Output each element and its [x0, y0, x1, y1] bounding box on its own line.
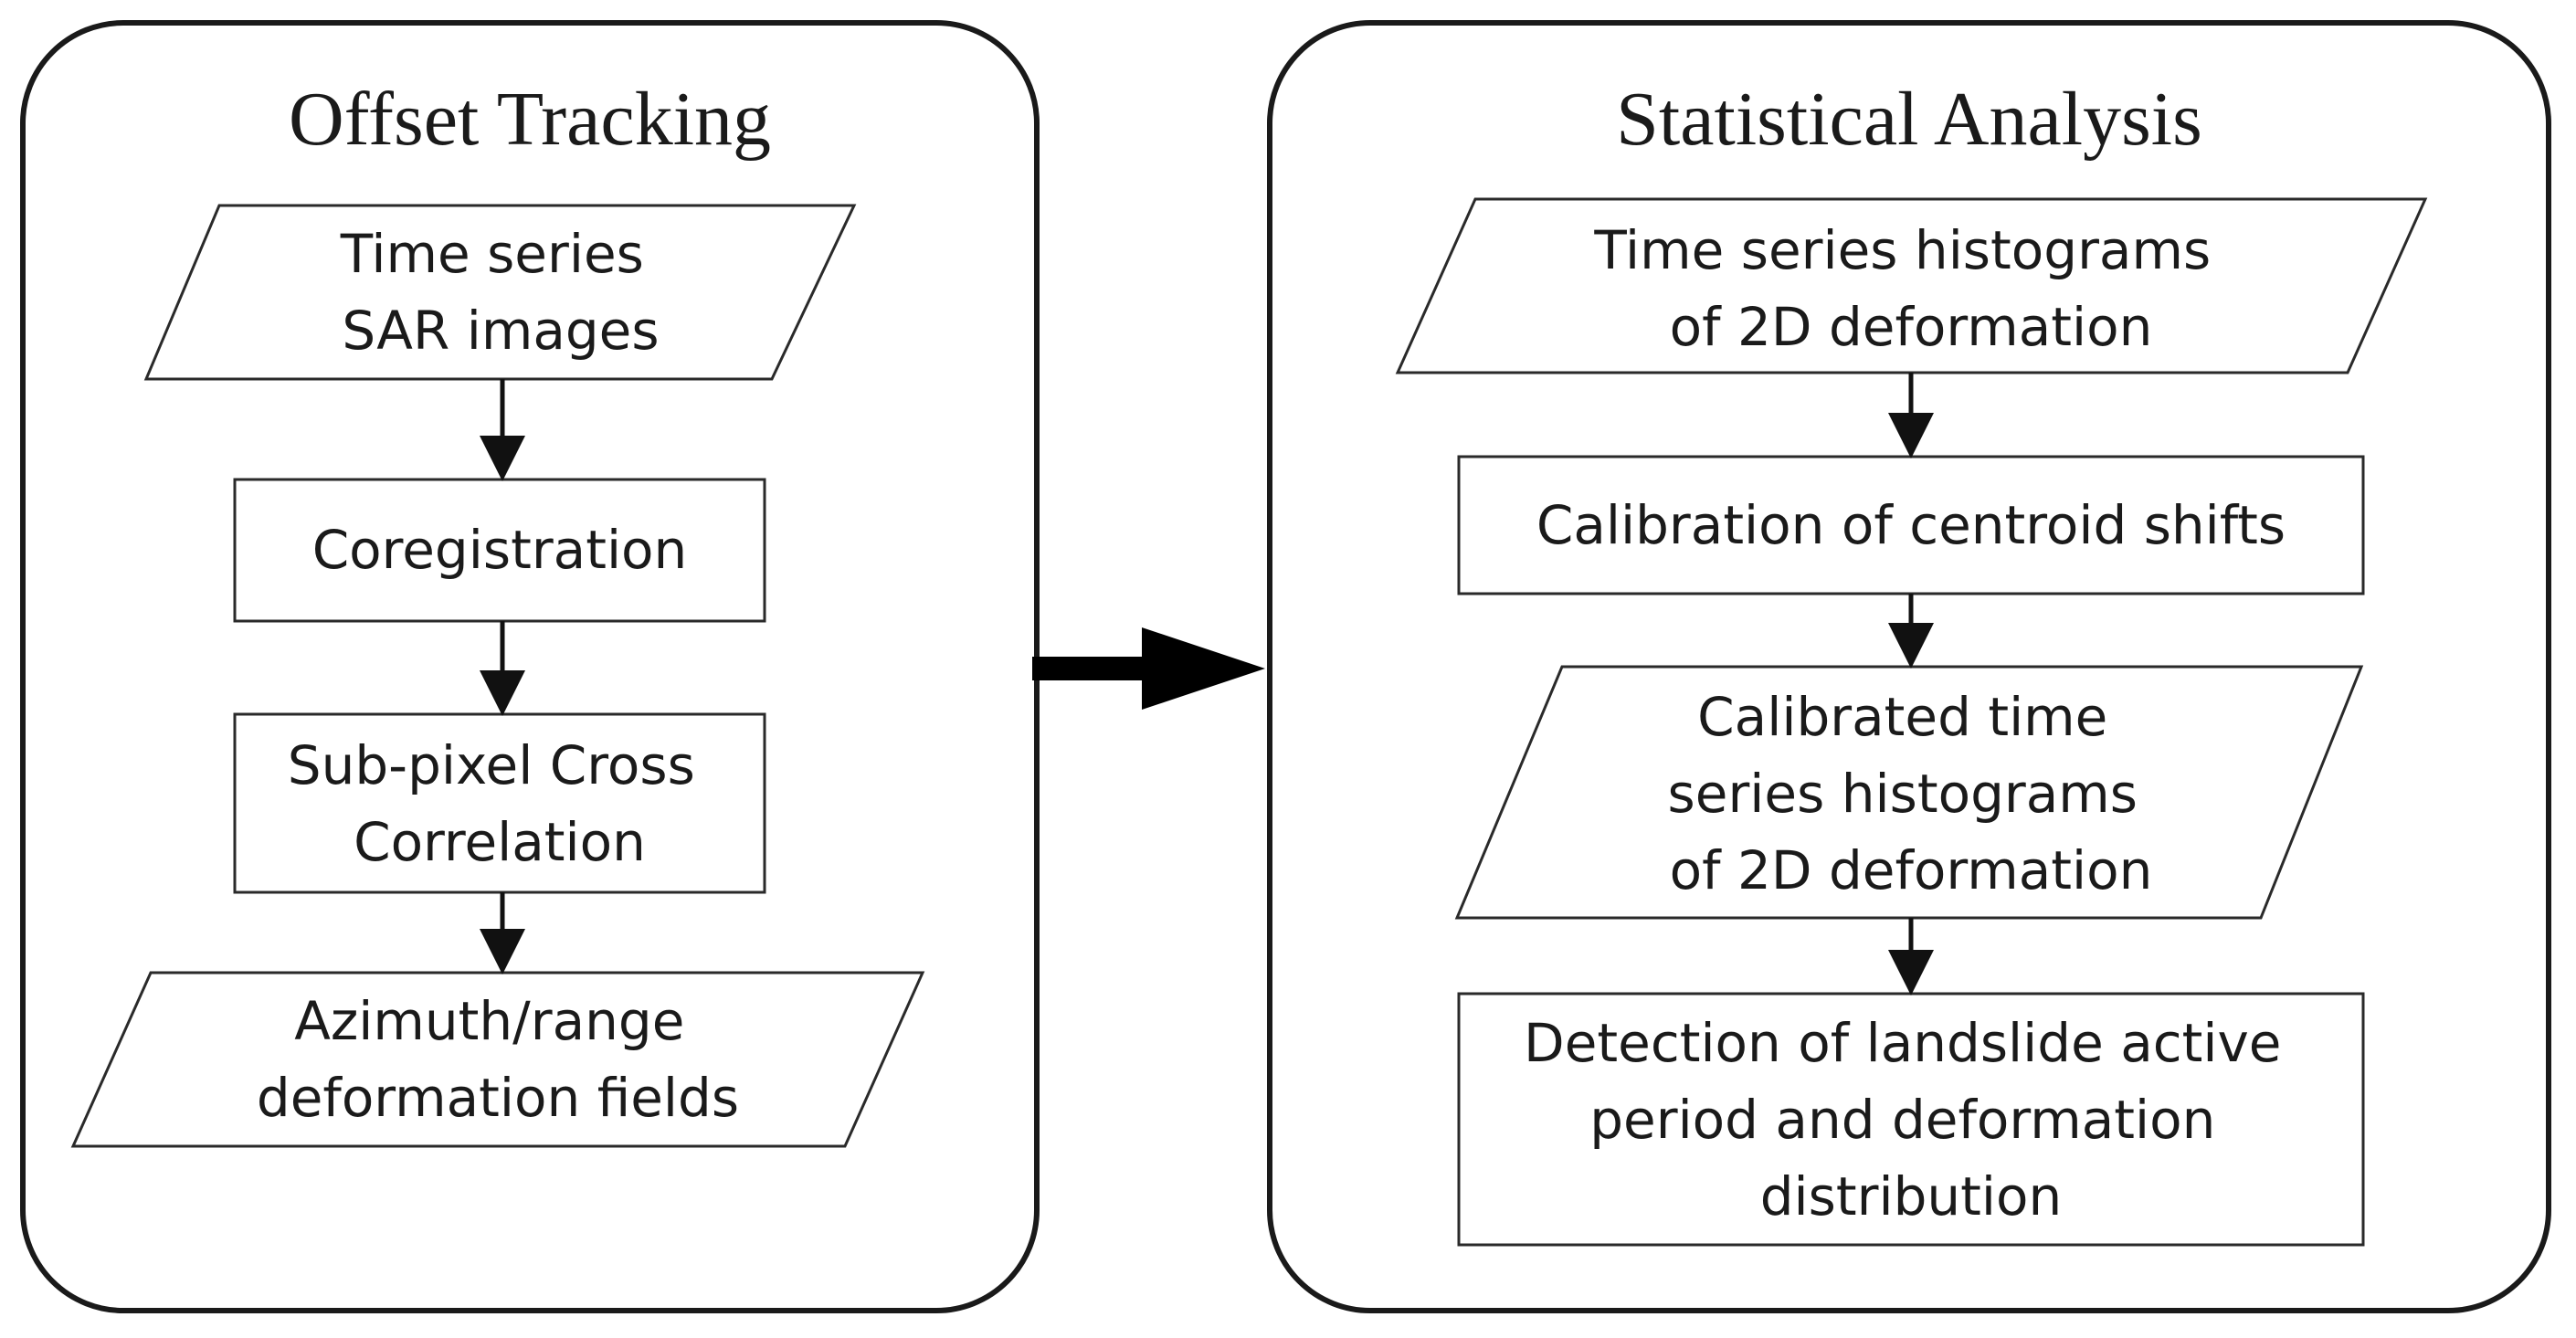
node-time-series-histograms-shape [1395, 197, 2428, 374]
node-detection-of-landslide-active-period: Detection of landslide active period and… [1457, 992, 2365, 1247]
panel-offset-tracking: Offset Tracking Time series SAR images C… [20, 20, 1040, 1313]
panel-transition-arrow-head [1142, 627, 1265, 710]
panel-transition-arrow [1032, 627, 1265, 710]
node-azimuth-range-deformation-fields: Azimuth/range deformation fields [70, 971, 925, 1148]
node-line: deformation fields [257, 1067, 739, 1129]
node-line: period and deformation [1589, 1089, 2215, 1151]
node-calibrated-time-series-histograms-text: Calibrated time series histograms of 2D … [1668, 686, 2155, 901]
node-line: Coregistration [312, 519, 688, 581]
node-line: Detection of landslide active [1524, 1012, 2281, 1074]
node-line: Sub-pixel Cross [288, 734, 695, 796]
node-detection-of-landslide-active-period-shape [1457, 992, 2365, 1247]
node-calibrated-time-series-histograms-shape [1454, 665, 2364, 920]
node-azimuth-range-deformation-fields-text: Azimuth/range deformation fields [257, 990, 739, 1129]
node-line: Calibrated time [1697, 686, 2107, 748]
node-line: Calibration of centroid shifts [1536, 494, 2286, 556]
node-coregistration-text: Coregistration [312, 519, 688, 581]
node-time-series-sar-images-text: Time series SAR images [340, 223, 661, 362]
node-time-series-sar-images-shape [143, 204, 857, 381]
node-calibrated-time-series-histograms: Calibrated time series histograms of 2D … [1454, 665, 2364, 920]
node-sub-pixel-cross-correlation-shape [233, 712, 766, 894]
node-calibration-of-centroid-shifts-text: Calibration of centroid shifts [1536, 494, 2286, 556]
panel-title-statistical-analysis: Statistical Analysis [1616, 77, 2202, 162]
node-line: Time series histograms [1593, 219, 2211, 281]
node-line: Correlation [354, 811, 646, 873]
node-calibration-of-centroid-shifts: Calibration of centroid shifts [1457, 455, 2365, 595]
node-time-series-histograms-text: Time series histograms of 2D deformation [1593, 219, 2227, 358]
node-detection-of-landslide-active-period-text: Detection of landslide active period and… [1524, 1012, 2298, 1227]
node-line: series histograms [1668, 763, 2138, 825]
node-line: of 2D deformation [1670, 839, 2153, 901]
node-azimuth-range-deformation-fields-shape [70, 971, 925, 1148]
node-coregistration-shape [233, 478, 766, 623]
node-line: Time series [340, 223, 644, 285]
node-time-series-histograms: Time series histograms of 2D deformation [1395, 197, 2428, 374]
node-line: of 2D deformation [1670, 296, 2153, 358]
node-line: SAR images [342, 300, 659, 362]
node-calibration-of-centroid-shifts-shape [1457, 455, 2365, 595]
node-coregistration: Coregistration [233, 478, 766, 623]
panel-statistical-analysis: Statistical Analysis Time series histogr… [1267, 20, 2551, 1313]
node-line: distribution [1760, 1165, 2063, 1227]
panel-title-offset-tracking: Offset Tracking [289, 77, 771, 162]
node-sub-pixel-cross-correlation: Sub-pixel Cross Correlation [233, 712, 766, 894]
node-time-series-sar-images: Time series SAR images [143, 204, 857, 381]
node-sub-pixel-cross-correlation-text: Sub-pixel Cross Correlation [288, 734, 712, 873]
node-line: Azimuth/range [294, 990, 684, 1052]
